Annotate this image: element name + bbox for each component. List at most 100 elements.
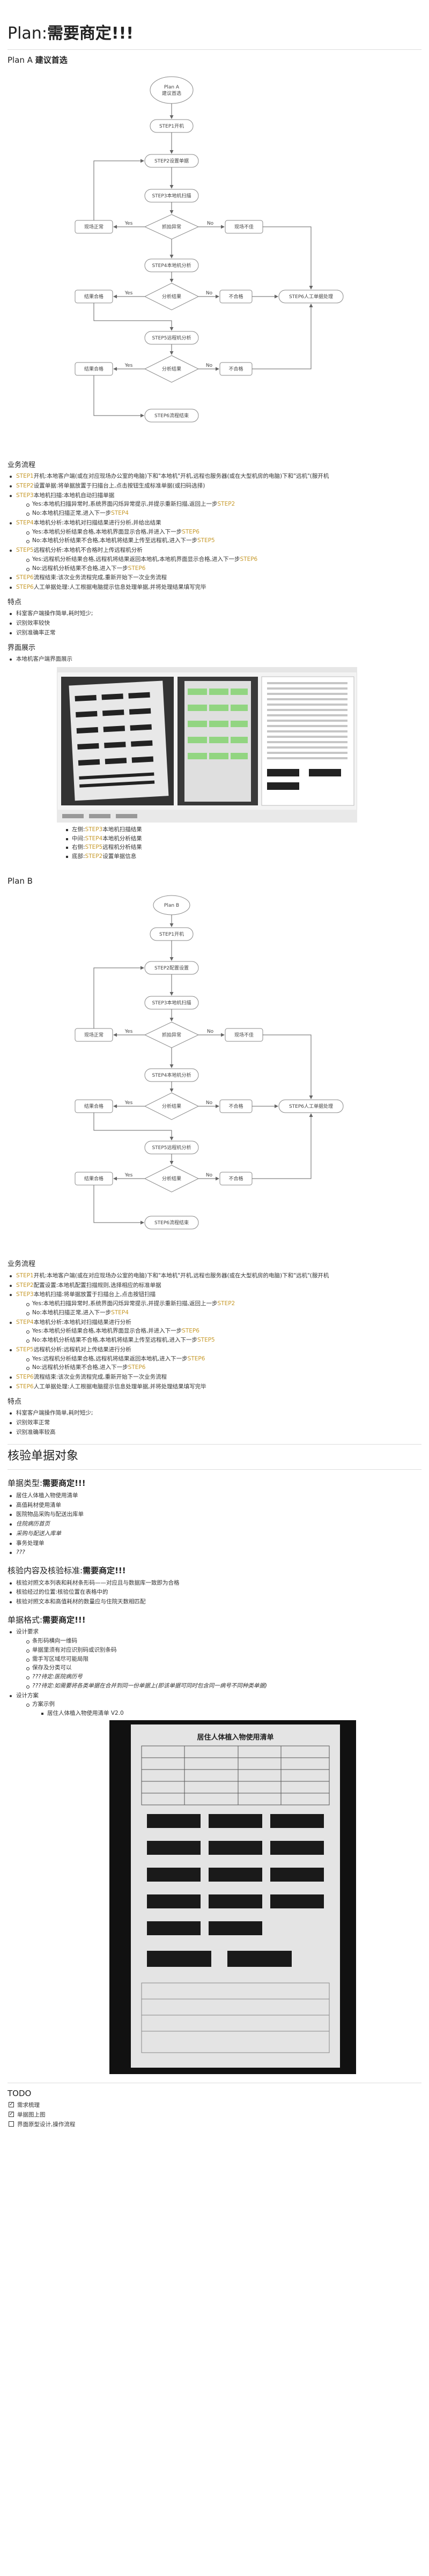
sub-item: No:本地机扫描正常,进入下一步STEP4 bbox=[25, 1309, 421, 1317]
title-prefix: Plan: bbox=[8, 24, 47, 43]
fc-ok2: 结果合格 bbox=[84, 366, 103, 372]
fcb-end: STEP6流程结束 bbox=[154, 1219, 189, 1226]
step-item: STEP3本地机扫描:本地机自动扫描单据 Yes:本地机扫描异常时,系统界面闪烁… bbox=[8, 492, 421, 518]
plan-b-feat-title: 特点 bbox=[8, 1397, 22, 1406]
step-item: STEP4本地机分析:本地机对扫描结果进行分析 Yes:本地机分析结果合格,本地… bbox=[8, 1319, 421, 1345]
fc-d1: 抓拍异常 bbox=[162, 224, 181, 230]
fc-no1: No bbox=[207, 221, 214, 226]
ui-legend: 左侧:STEP3本地机扫描结果 中间:STEP4本地机分析结果 右侧:STEP5… bbox=[57, 826, 421, 861]
type-item: 住院病历首页 bbox=[8, 1520, 421, 1529]
fcb-d2: 分析结果 bbox=[162, 1103, 181, 1109]
fcb-w1: 现场正常 bbox=[84, 1032, 103, 1038]
fc-manual: STEP6人工单据处理 bbox=[289, 293, 333, 300]
scheme-item: 方案示例 居住人体植入物使用清单 V2.0 bbox=[25, 1700, 421, 1718]
verify-title: 核验单据对象 bbox=[8, 1449, 79, 1463]
format-heading: 单据格式:需要商定!!! bbox=[8, 1615, 86, 1625]
d2-node bbox=[144, 282, 199, 310]
fcb-s4: STEP4本地机分析 bbox=[152, 1072, 191, 1078]
design-sub: 条形码横向一维码 bbox=[25, 1637, 421, 1646]
fcb-yes3: Yes bbox=[124, 1173, 133, 1178]
design-sub: ???待定:如需要将各类单据在合并到同一份单据上(即该单据可同时包含同一病号不同… bbox=[25, 1682, 421, 1691]
sub-item: Yes:远程机分析结果合格,远程机将结果返回本地机,本地机界面显示合格,进入下一… bbox=[25, 556, 421, 564]
plan-b-biz-title: 业务流程 bbox=[8, 1260, 36, 1269]
legend-item: 中间:STEP4本地机分析结果 bbox=[64, 835, 421, 843]
step-item: STEP3本地机扫描:将单据放置于扫描台上,点击按钮扫描 Yes:本地机扫描异常… bbox=[8, 1291, 421, 1317]
page-title: Plan:需要商定!!! bbox=[8, 24, 421, 44]
fcb-s1: STEP1开机 bbox=[159, 931, 184, 937]
feat-item: 识别效率较快 bbox=[8, 619, 421, 628]
scheme-sub: 居住人体植入物使用清单 V2.0 bbox=[40, 1709, 421, 1718]
fc-bad2: 不合格 bbox=[228, 366, 243, 372]
fc-bad1: 不合格 bbox=[228, 293, 243, 300]
end-node bbox=[144, 409, 199, 422]
step-item: STEP6人工单据处理:人工根据电脑提示信息处理单据,并将处理结果填写完毕 bbox=[8, 1383, 421, 1391]
plan-a-flowchart: Plan A 建议首选 STEP1开机 STEP2设置单据 STEP3本地机扫描… bbox=[75, 76, 344, 422]
plan-a-title: Plan A bbox=[8, 55, 35, 65]
fcb-d1: 抓拍异常 bbox=[162, 1032, 181, 1038]
legend-item: 左侧:STEP3本地机扫描结果 bbox=[64, 826, 421, 834]
fcb-no3: No bbox=[206, 1173, 213, 1178]
type-item: 医院物品采购与配送出库单 bbox=[8, 1511, 421, 1519]
plan-a-ui-list: 本地机客户端界面展示 bbox=[8, 655, 421, 664]
plan-b-feats: 科室客户端操作简单,耗时短少; 识别效率正常 识别准确率较高 bbox=[8, 1409, 421, 1437]
title-bold: 需要商定!!! bbox=[47, 24, 134, 43]
type-item: 居住人体植入物使用清单 bbox=[8, 1492, 421, 1500]
fcb-s2: STEP2配置设置 bbox=[154, 965, 189, 971]
sub-item: Yes:本地机分析结果合格,本地机界面显示合格,并进入下一步STEP6 bbox=[25, 1327, 421, 1336]
fc-w1: 现场正常 bbox=[84, 224, 103, 230]
sub-item: No:本地机扫描正常,进入下一步STEP4 bbox=[25, 509, 421, 518]
start-node bbox=[150, 76, 194, 103]
plan-b-heading: Plan B bbox=[8, 876, 33, 886]
step-item: STEP1开机:本地客户端(或在对应现场办公室的电脑)下和"本地机"开机,远程也… bbox=[8, 472, 421, 481]
sub-item: Yes:远程机分析结果合格,远程机将结果返回本地机,进入下一步STEP6 bbox=[25, 1355, 421, 1364]
fc-yes3: Yes bbox=[124, 363, 133, 368]
step-item: STEP6流程结束:该次业务流程完成,重新开始下一次业务流程 bbox=[8, 1373, 421, 1382]
fcb-yes2: Yes bbox=[124, 1100, 133, 1106]
fc-w2: 现场不佳 bbox=[234, 224, 254, 230]
feat-item: 识别准确率较高 bbox=[8, 1428, 421, 1437]
todo-item[interactable]: 单据图上图 bbox=[8, 2110, 421, 2120]
feat-item: 识别效率正常 bbox=[8, 1419, 421, 1427]
checkbox-checked-icon[interactable] bbox=[9, 2110, 14, 2118]
fcb-yes1: Yes bbox=[124, 1029, 133, 1034]
todo-item[interactable]: 界面原型设计,操作流程 bbox=[8, 2121, 421, 2129]
form-title: 居住人体植入物使用清单 bbox=[197, 1733, 273, 1742]
fc-s2: STEP2设置单据 bbox=[154, 158, 189, 164]
checkbox-icon[interactable] bbox=[9, 2121, 14, 2127]
divider bbox=[8, 49, 421, 50]
fc-s4: STEP4本地机分析 bbox=[152, 262, 191, 269]
legend-item: 右侧:STEP5远程机分析结果 bbox=[64, 843, 421, 852]
fc-no2: No bbox=[206, 291, 213, 296]
d3-node bbox=[144, 354, 199, 383]
manual-node bbox=[278, 290, 344, 303]
sub-item: Yes:本地机扫描异常时,系统界面闪烁异常提示,并提示重新扫描,返回上一步STE… bbox=[25, 500, 421, 509]
todo-item[interactable]: 需求梳理 bbox=[8, 2100, 421, 2110]
legend-item: 底部:STEP2设置单据信息 bbox=[64, 853, 421, 861]
plan-a-steps: STEP1开机:本地客户端(或在对应现场办公室的电脑)下和"本地机"开机,远程也… bbox=[8, 472, 421, 592]
type-item: 高值耗材使用清单 bbox=[8, 1501, 421, 1510]
design-item: 设计要求 条形码横向一维码 单据里须有对应识别码或识别条码 需手写区域尽可能局限… bbox=[8, 1628, 421, 1690]
fcb-ok1: 结果合格 bbox=[84, 1103, 103, 1109]
sub-item: No:本地机分析结果不合格,本地机将结果上传至远程机,进入下一步STEP5 bbox=[25, 1336, 421, 1345]
plan-a-title-bold: 建议首选 bbox=[35, 55, 68, 65]
fc-end: STEP6流程结束 bbox=[154, 412, 189, 419]
fcb-ok2: 结果合格 bbox=[84, 1175, 103, 1182]
feat-item: 科室客户端操作简单,耗时短少; bbox=[8, 1409, 421, 1418]
fcb-start: Plan B bbox=[164, 903, 179, 908]
doc-types-list: 居住人体植入物使用清单 高值耗材使用清单 医院物品采购与配送出库单 住院病历首页… bbox=[8, 1492, 421, 1557]
content-item: 核验经过的位置:核验位置在表格中的 bbox=[8, 1588, 421, 1597]
fc-yes1: Yes bbox=[124, 221, 133, 226]
step-item: STEP6流程结束:该次业务流程完成,重新开始下一次业务流程 bbox=[8, 574, 421, 582]
fcb-no1: No bbox=[207, 1029, 214, 1034]
fc-d3: 分析结果 bbox=[162, 366, 181, 372]
content-item: 核验对照文本列表和耗材条形码——对应且与数据库一致即为合格 bbox=[8, 1579, 421, 1588]
design-sub: 保存及分类可以 bbox=[25, 1664, 421, 1672]
sub-item: No:本地机分析结果不合格,本地机将结果上传至远程机,进入下一步STEP5 bbox=[25, 537, 421, 545]
design-sub: 需手写区域尽可能局限 bbox=[25, 1655, 421, 1664]
content-list: 核验对照文本列表和耗材条形码——对应且与数据库一致即为合格 核验经过的位置:核验… bbox=[8, 1579, 421, 1607]
sub-item: Yes:本地机扫描异常时,系统界面闪烁异常提示,并提示重新扫描,返回上一步STE… bbox=[25, 1300, 421, 1308]
plan-a-feat-title: 特点 bbox=[8, 598, 22, 606]
doc-types-heading: 单据类型:需要商定!!! bbox=[8, 1478, 86, 1489]
sub-item: Yes:本地机分析结果合格,本地机界面显示合格,并进入下一步STEP6 bbox=[25, 528, 421, 537]
checkbox-checked-icon[interactable] bbox=[9, 2100, 14, 2108]
